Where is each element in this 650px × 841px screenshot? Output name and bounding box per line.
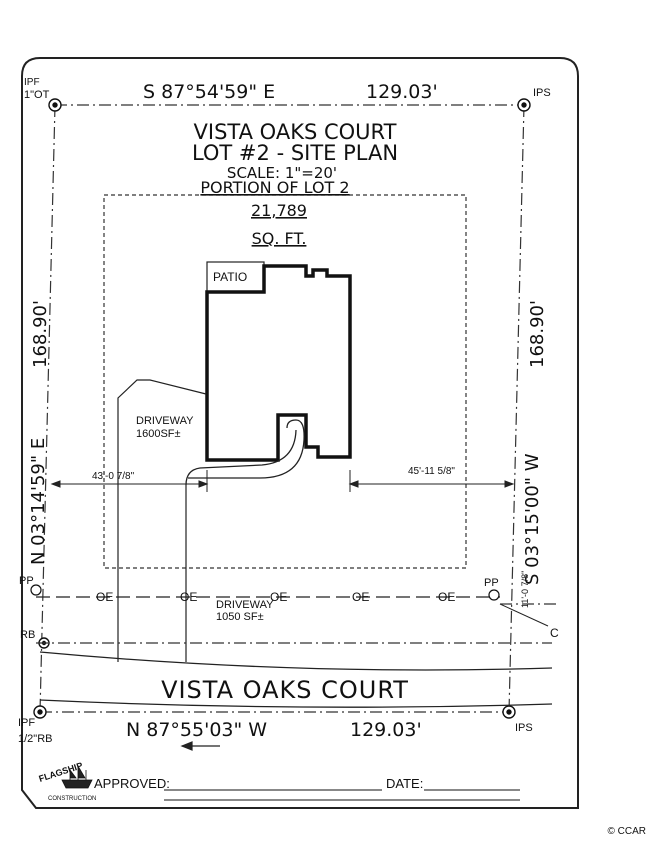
oe-label: OE <box>438 590 455 604</box>
south-bearing: N 87°55'03" W <box>126 719 267 741</box>
area-value: 21,789 <box>251 201 307 220</box>
setback-dimensions <box>50 470 515 492</box>
driveway-curve <box>188 419 305 479</box>
nw-corner-label-2: 1"OT <box>24 89 50 101</box>
street-edge-north <box>39 651 553 671</box>
oe-label: OE <box>270 590 287 604</box>
south-distance: 129.03' <box>350 719 422 741</box>
edge-c-label: C <box>550 626 559 640</box>
oe-labels: OE OE OE OE OE <box>96 590 455 604</box>
pp-left-marker <box>30 584 42 596</box>
logo-subtext: CONSTRUCTION <box>48 796 96 802</box>
power-pole-markers <box>30 584 500 601</box>
street-name: VISTA OAKS COURT <box>161 676 409 704</box>
south-direction-arrow <box>180 741 220 751</box>
plan-scale: SCALE: 1"=20' <box>227 164 337 182</box>
pp-right-label: PP <box>484 577 499 589</box>
driveway-curve-inner <box>185 429 297 486</box>
sw-corner-label-1: IPF <box>18 717 35 729</box>
oe-label: OE <box>352 590 369 604</box>
ship-icon <box>61 764 93 789</box>
patio <box>206 261 265 293</box>
north-distance: 129.03' <box>366 81 438 103</box>
east-bearing: S 03°15'00" W <box>522 453 543 585</box>
patio-label: PATIO <box>213 270 247 284</box>
date-label: DATE: <box>386 776 423 791</box>
side-setback-label: 11'-0 7/8" <box>520 571 530 608</box>
credit-label: © CCAR <box>608 826 646 837</box>
setback-right-label: 45'-11 5/8" <box>408 466 455 477</box>
pp-right-marker <box>488 589 500 601</box>
oe-label: OE <box>180 590 197 604</box>
approved-label: APPROVED: <box>94 776 170 791</box>
east-property-line <box>508 104 525 713</box>
corner-markers <box>33 98 531 719</box>
west-distance: 168.90' <box>30 300 51 368</box>
pp-left-label: PP <box>19 575 34 587</box>
street-edge-south <box>39 699 553 708</box>
west-bearing: N 03°14'59" E <box>28 438 49 565</box>
title-line-1: VISTA OAKS COURT <box>194 120 397 144</box>
portion-label: PORTION OF LOT 2 <box>200 178 349 197</box>
east-distance: 168.90' <box>527 300 548 368</box>
title-line-2: LOT #2 - SITE PLAN <box>192 141 398 165</box>
ne-corner-label: IPS <box>533 87 551 99</box>
driveway-1-label-2: 1600SF± <box>136 428 181 440</box>
se-corner-marker <box>502 705 516 719</box>
driveway-2-label-1: DRIVEWAY <box>216 599 274 611</box>
nw-corner-marker <box>48 98 62 112</box>
driveway-1-label-1: DRIVEWAY <box>136 415 194 427</box>
house-footprint <box>205 264 352 462</box>
flagship-logo: FLAGSHIP CONSTRUCTION <box>38 760 97 802</box>
west-rb-label: RB <box>20 629 35 641</box>
building-envelope <box>103 194 467 569</box>
side-setback-line <box>499 603 549 627</box>
property-boundary <box>39 104 525 713</box>
sheet-border <box>21 57 579 809</box>
sw-corner-label-2: 1/2"RB <box>18 733 52 745</box>
driveway-1-outline <box>117 379 207 662</box>
ne-corner-marker <box>517 98 531 112</box>
se-corner-label: IPS <box>515 722 533 734</box>
sw-corner-marker <box>33 705 47 719</box>
nw-corner-label-1: IPF <box>24 77 40 88</box>
north-bearing: S 87°54'59" E <box>143 81 275 103</box>
area-unit: SQ. FT. <box>252 229 307 248</box>
west-property-line <box>39 104 56 713</box>
oe-label: OE <box>96 590 113 604</box>
setback-left-label: 43'-0 7/8" <box>92 471 135 482</box>
driveway-2-label-2: 1050 SF± <box>216 611 264 623</box>
